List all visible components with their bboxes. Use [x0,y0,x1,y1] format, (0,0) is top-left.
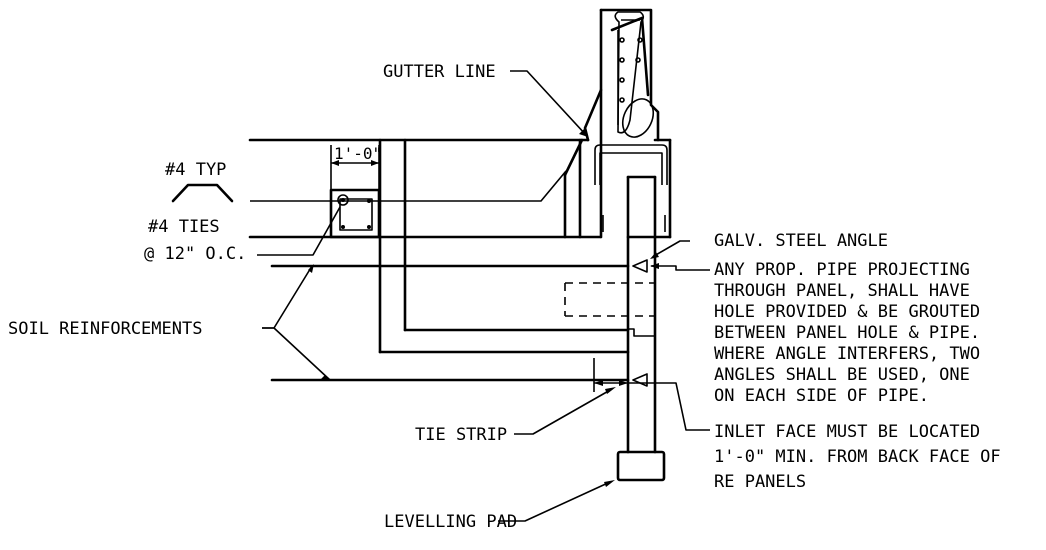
inlet-note-line: 1'-0" MIN. FROM BACK FACE OF [714,447,1001,467]
inlet-note-line: RE PANELS [714,472,806,492]
pipe-note-line: BETWEEN PANEL HOLE & PIPE. [714,323,980,343]
pipe-note-line: THROUGH PANEL, SHALL HAVE [714,281,970,301]
top-slab [248,138,672,239]
label-dimension-1-0: 1'-0" [334,144,382,163]
pipe-note-line: ANY PROP. PIPE PROJECTING [714,260,970,280]
inlet-note-line: INLET FACE MUST BE LOCATED [714,422,980,442]
bent-bar-symbol [171,183,234,203]
steel-angle-upper [632,259,648,273]
label-galv-steel-angle: GALV. STEEL ANGLE [714,231,888,251]
inlet-box [378,138,630,354]
cross-section-bar [329,188,381,239]
levelling-pad [616,450,666,482]
label-bar-4-typ: #4 TYP [165,160,226,180]
label-ties-line2: @ 12" O.C. [144,244,246,264]
leaders [250,70,710,522]
wall-panel [626,175,657,454]
steel-angle-lower [632,373,648,387]
pipe-note-line: HOLE PROVIDED & BE GROUTED [714,302,980,322]
label-levelling-pad: LEVELLING PAD [384,512,517,532]
pipe-note-line: ANGLES SHALL BE USED, ONE [714,365,970,385]
label-gutter-line: GUTTER LINE [383,62,496,82]
parapet-barrier [583,8,668,239]
pipe-note: ANY PROP. PIPE PROJECTING THROUGH PANEL,… [714,260,980,406]
soil-reinforcement-straps [270,264,630,382]
dimension-1-0 [330,145,380,190]
pipe-note-line: ON EACH SIDE OF PIPE. [714,386,929,406]
label-soil-reinforcements: SOIL REINFORCEMENTS [8,319,202,339]
inlet-note: INLET FACE MUST BE LOCATED 1'-0" MIN. FR… [714,422,1001,492]
label-tie-strip: TIE STRIP [415,425,507,445]
label-ties-line1: #4 TIES [148,217,220,237]
pipe-dashed-outline [564,282,655,317]
pipe-note-line: WHERE ANGLE INTERFERS, TWO [714,344,980,364]
